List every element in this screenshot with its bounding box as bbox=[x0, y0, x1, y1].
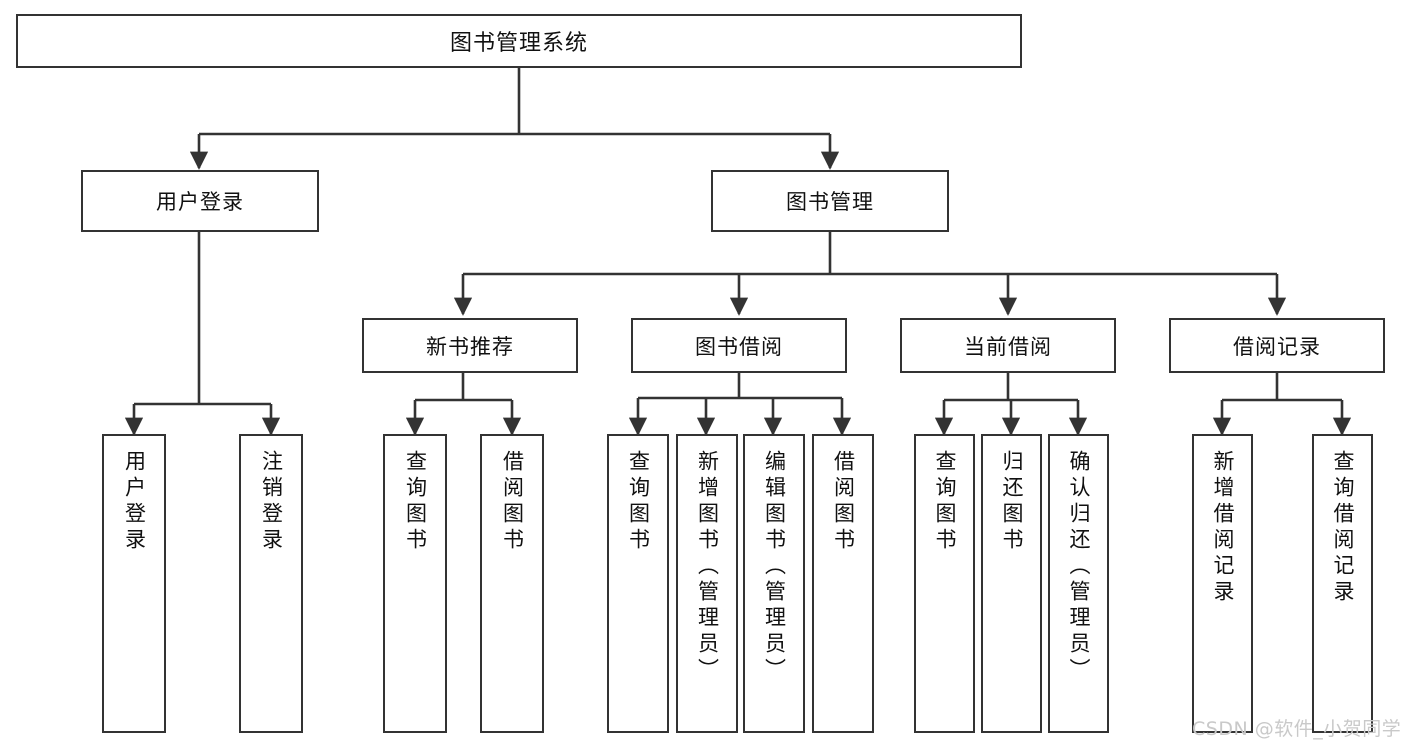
leaf-currentborrow-confirm-return-label: 确认归还（管理员） bbox=[1067, 450, 1091, 684]
leaf-borrowrecord-query-record[interactable]: 查询借阅记录 bbox=[1312, 434, 1373, 733]
node-current-borrow[interactable]: 当前借阅 bbox=[900, 318, 1116, 373]
leaf-currentborrow-query-book[interactable]: 查询图书 bbox=[914, 434, 975, 733]
leaf-newbook-query-book-label: 查询图书 bbox=[403, 450, 428, 554]
leaf-currentborrow-confirm-return[interactable]: 确认归还（管理员） bbox=[1048, 434, 1109, 733]
csdn-watermark: CSDN @软件_小贺同学 bbox=[1192, 718, 1402, 740]
node-user-login-label: 用户登录 bbox=[156, 190, 244, 214]
node-borrow-record[interactable]: 借阅记录 bbox=[1169, 318, 1385, 373]
node-borrow-record-label: 借阅记录 bbox=[1233, 334, 1321, 359]
node-root-label: 图书管理系统 bbox=[449, 31, 588, 56]
leaf-newbook-query-book[interactable]: 查询图书 bbox=[383, 434, 447, 733]
node-book-borrow-label: 图书借阅 bbox=[695, 334, 783, 359]
leaf-borrowrecord-query-record-label: 查询借阅记录 bbox=[1331, 450, 1355, 606]
leaf-bookborrow-borrow-book-label: 借阅图书 bbox=[831, 450, 856, 554]
leaf-borrowrecord-add-record-label: 新增借阅记录 bbox=[1211, 450, 1235, 606]
node-book-borrow[interactable]: 图书借阅 bbox=[631, 318, 847, 373]
leaf-bookborrow-query-book-label: 查询图书 bbox=[626, 450, 651, 554]
leaf-bookborrow-edit-book-label: 编辑图书（管理员） bbox=[762, 450, 787, 684]
node-new-book[interactable]: 新书推荐 bbox=[362, 318, 578, 373]
node-new-book-label: 新书推荐 bbox=[426, 334, 514, 359]
leaf-bookborrow-query-book[interactable]: 查询图书 bbox=[607, 434, 669, 733]
leaf-bookborrow-add-book-label: 新增图书（管理员） bbox=[695, 450, 720, 684]
node-current-borrow-label: 当前借阅 bbox=[964, 334, 1052, 359]
leaf-user-login-label: 用户登录 bbox=[122, 450, 147, 554]
node-book-manage-label: 图书管理 bbox=[786, 190, 874, 214]
leaf-logout-label: 注销登录 bbox=[259, 450, 284, 554]
leaf-logout[interactable]: 注销登录 bbox=[239, 434, 303, 733]
leaf-currentborrow-query-book-label: 查询图书 bbox=[933, 450, 957, 554]
leaf-borrowrecord-add-record[interactable]: 新增借阅记录 bbox=[1192, 434, 1253, 733]
node-root[interactable]: 图书管理系统 bbox=[16, 14, 1022, 68]
node-book-manage[interactable]: 图书管理 bbox=[711, 170, 949, 232]
leaf-user-login[interactable]: 用户登录 bbox=[102, 434, 166, 733]
node-user-login[interactable]: 用户登录 bbox=[81, 170, 319, 232]
leaf-currentborrow-return-book[interactable]: 归还图书 bbox=[981, 434, 1042, 733]
leaf-currentborrow-return-book-label: 归还图书 bbox=[1000, 450, 1024, 554]
leaf-bookborrow-add-book[interactable]: 新增图书（管理员） bbox=[676, 434, 738, 733]
leaf-bookborrow-edit-book[interactable]: 编辑图书（管理员） bbox=[743, 434, 805, 733]
leaf-bookborrow-borrow-book[interactable]: 借阅图书 bbox=[812, 434, 874, 733]
leaf-newbook-borrow-book-label: 借阅图书 bbox=[500, 450, 525, 554]
leaf-newbook-borrow-book[interactable]: 借阅图书 bbox=[480, 434, 544, 733]
